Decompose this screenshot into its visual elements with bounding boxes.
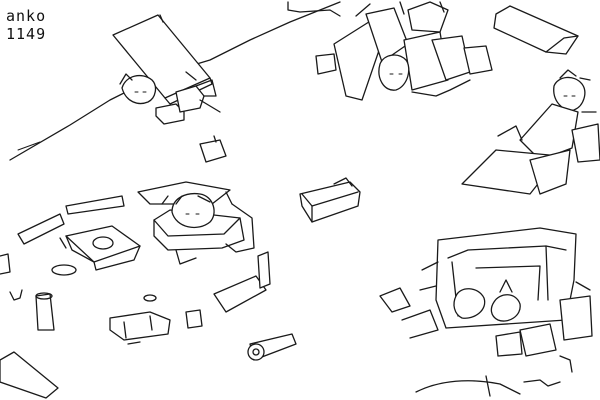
long-bar [493,5,579,55]
open-box [299,177,361,223]
plank-bottom-left [0,351,59,399]
ground-line-echo [17,141,41,151]
caption-number: 1149 [6,25,47,43]
planks-left [0,195,125,301]
seated-figure-group [461,69,600,195]
bottom-left-items [35,292,203,345]
center-bottom-items [213,251,297,361]
tilted-board-group [112,14,221,125]
caption-name: anko [6,7,47,25]
small-box-center [199,139,227,163]
table-figure-group [137,181,255,265]
left-table-group [59,225,141,271]
box-pile-group [287,1,493,101]
shelter-group [379,227,593,373]
ground-strokes-bottom [415,375,561,397]
